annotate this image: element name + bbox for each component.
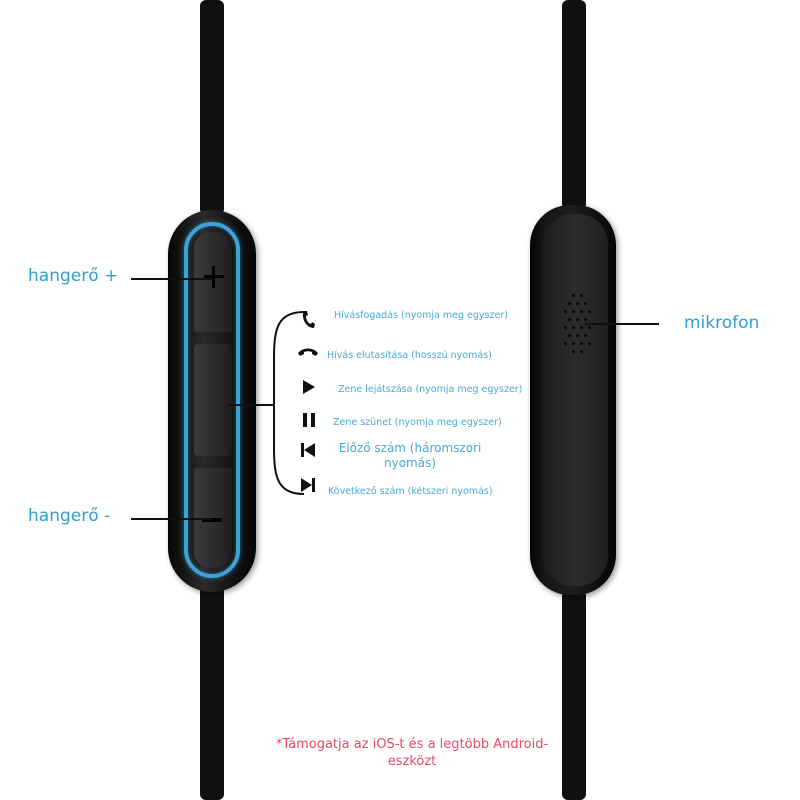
function-label-play: Zene lejátszása (nyomja meg egyszer): [338, 384, 523, 395]
right-cable-bottom: [562, 590, 586, 800]
next-track-icon: [301, 478, 315, 492]
function-label-answer: Hívásfogadás (nyomja meg egyszer): [334, 310, 508, 321]
phone-answer-icon: [302, 311, 315, 328]
microphone-leader: [585, 323, 659, 325]
multifunction-leader: [228, 404, 274, 406]
compatibility-footnote: *Támogatja az iOS-t és a legtöbb Android…: [275, 737, 549, 769]
function-bracket: [273, 311, 305, 495]
volume-down-leader: [131, 518, 211, 520]
multifunction-button[interactable]: [194, 344, 232, 456]
function-label-reject: Hívás elutasítása (hosszú nyomás): [327, 350, 492, 361]
microphone-label: mikrofon: [684, 313, 760, 333]
phone-hangup-icon: [298, 348, 318, 356]
previous-track-icon: [301, 443, 315, 457]
microphone-remote-face: [542, 214, 608, 586]
volume-down-label: hangerő -: [28, 506, 111, 526]
play-icon: [303, 380, 315, 394]
remote-brand-marking: [164, 380, 184, 450]
volume-up-leader: [131, 278, 213, 280]
plus-icon: [204, 266, 224, 288]
minus-icon: [202, 518, 222, 522]
left-cable-bottom: [200, 585, 224, 800]
function-label-next: Következő szám (kétszeri nyomás): [328, 486, 493, 497]
function-label-previous: Előző szám (háromszori nyomás): [338, 441, 482, 470]
right-cable-top: [562, 0, 586, 210]
pause-icon: [303, 413, 315, 427]
microphone-grille: [560, 292, 596, 358]
volume-up-label: hangerő +: [28, 266, 119, 286]
function-label-pause: Zene szünet (nyomja meg egyszer): [333, 417, 502, 428]
remote-button-frame: [184, 222, 240, 578]
left-cable-top: [200, 0, 224, 215]
